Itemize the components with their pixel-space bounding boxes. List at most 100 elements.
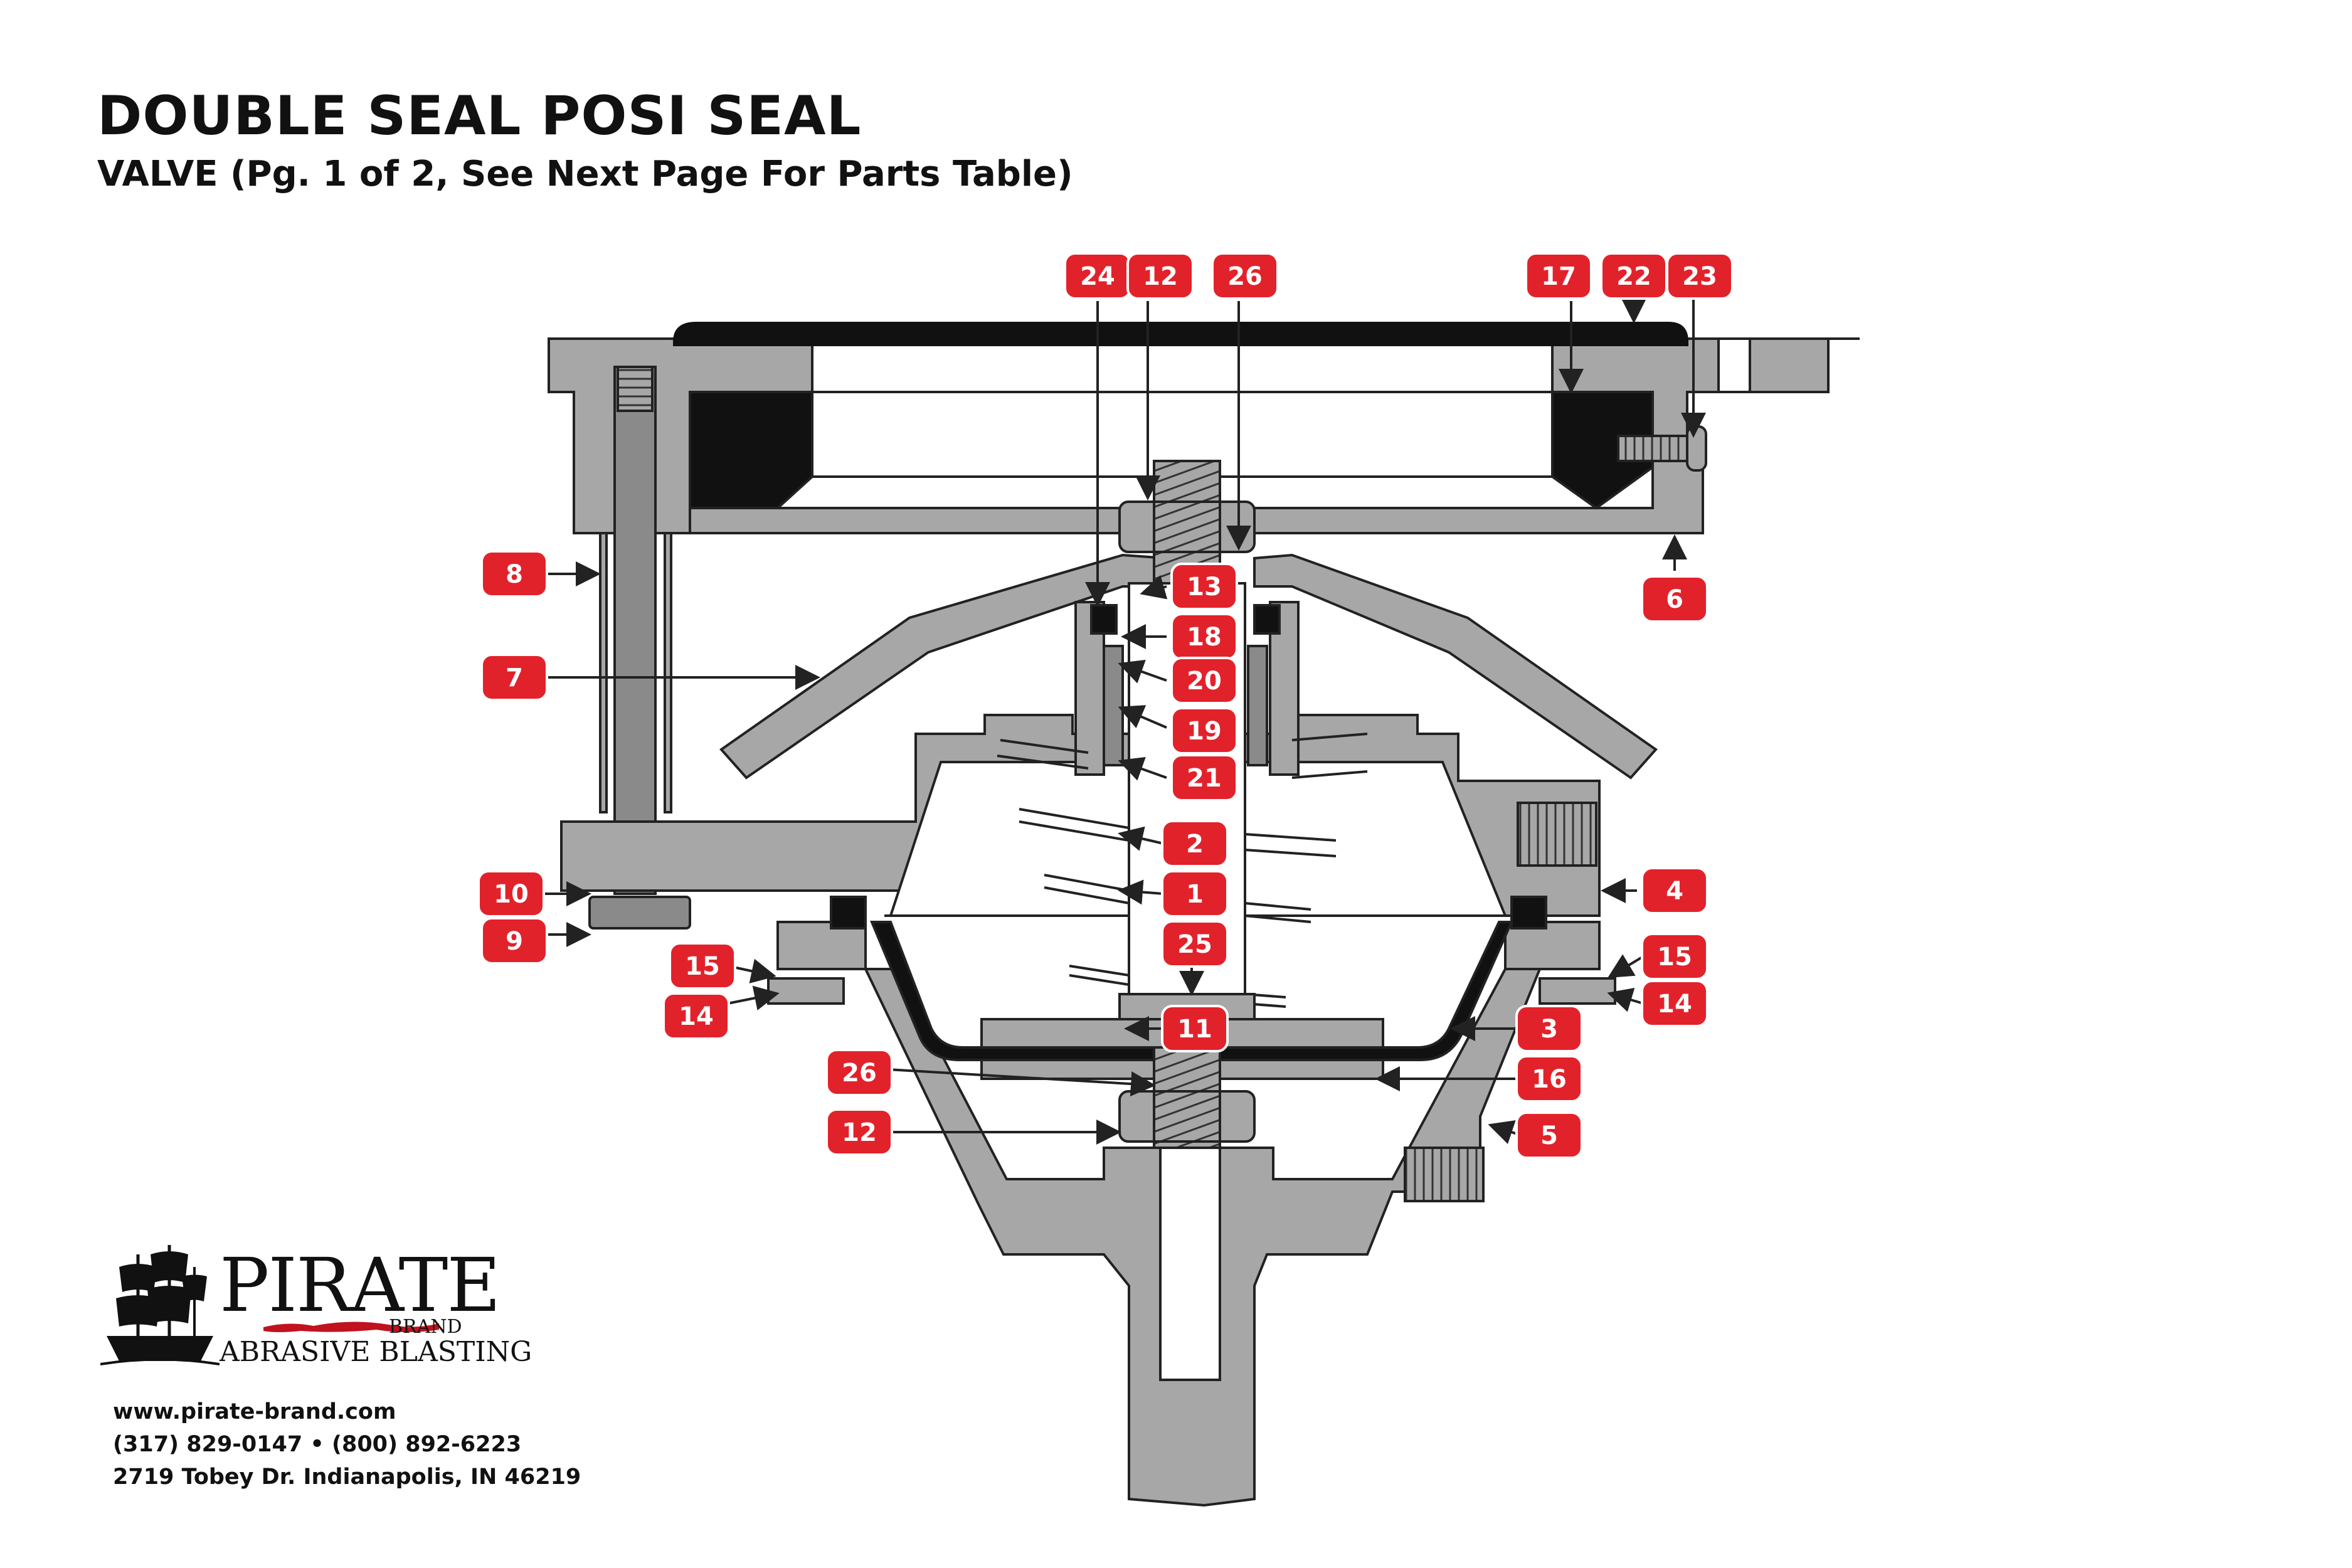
callout-8: 8 [480, 550, 548, 598]
callout-5: 5 [1515, 1111, 1583, 1159]
brand-splash-icon [263, 1322, 439, 1332]
callout-14: 14 [1641, 980, 1708, 1027]
seal-ring-left [689, 391, 813, 509]
bushing-seal-left [1090, 604, 1118, 635]
callout-label: 12 [842, 1118, 877, 1147]
callout-label: 15 [1657, 943, 1692, 972]
callout-badge [480, 550, 548, 598]
callout-label: 20 [1187, 667, 1222, 696]
callout-12: 12 [825, 1108, 893, 1156]
stem-nut-upper-thread [1153, 501, 1221, 553]
top-seal-plate [673, 322, 1688, 346]
callout-9: 9 [480, 917, 548, 965]
callout-label: 17 [1541, 262, 1576, 291]
callout-16: 16 [1515, 1055, 1583, 1103]
callout-22: 22 [1600, 252, 1668, 300]
callout-badge [1641, 867, 1708, 914]
callout-14: 14 [662, 992, 730, 1040]
callout-17: 17 [1525, 252, 1592, 300]
top-flange-right [1749, 337, 1830, 393]
spring-coils [997, 733, 1368, 1008]
callout-2: 2 [1161, 820, 1229, 867]
callout-15: 15 [669, 942, 736, 990]
callout-badge [1170, 754, 1238, 802]
callout-15: 15 [1641, 933, 1708, 980]
brand-tag: BRAND [389, 1316, 462, 1338]
callout-24: 24 [1064, 252, 1131, 300]
outlet-thread [1404, 1147, 1485, 1202]
top-flange-right-block [1717, 337, 1751, 393]
callout-label: 21 [1187, 764, 1222, 793]
callout-badge [669, 942, 736, 990]
brand-logo-block: PIRATE BRAND ABRASIVE BLASTING [100, 1242, 539, 1405]
callout-4: 4 [1641, 867, 1708, 914]
callout-badge [825, 1108, 893, 1156]
pirate-ship-logo-icon [100, 1245, 220, 1365]
callout-badge [480, 917, 548, 965]
callout-label: 8 [506, 560, 523, 589]
callout-3: 3 [1515, 1005, 1583, 1052]
callout-label: 7 [506, 664, 523, 692]
side-screw [1617, 435, 1688, 462]
callout-label: 24 [1080, 262, 1115, 291]
diaphragm-clamp-left [830, 896, 867, 930]
callout-badge [1170, 657, 1238, 704]
callout-label: 12 [1143, 262, 1178, 291]
callout-badge [1666, 252, 1734, 300]
callout-badge [1170, 707, 1238, 755]
seal-ring-right [1551, 391, 1654, 510]
spacer-rod-right [664, 532, 672, 813]
callout-badge [1641, 980, 1708, 1027]
callout-badge [1641, 575, 1708, 623]
callout-label: 6 [1666, 585, 1683, 614]
phone-numbers: (317) 829-0147 • (800) 892-6223 [113, 1432, 522, 1457]
callout-12: 12 [1126, 252, 1194, 300]
callout-10: 10 [477, 870, 545, 918]
stem-nut-lower-thread [1153, 1090, 1221, 1143]
page-title: DOUBLE SEAL POSI SEAL [97, 85, 862, 147]
bushing-cup-left [1103, 645, 1124, 766]
street-address: 2719 Tobey Dr. Indianapolis, IN 46219 [113, 1465, 581, 1490]
callout-badge [662, 992, 730, 1040]
callout-20: 20 [1170, 657, 1238, 704]
callout-label: 11 [1177, 1015, 1212, 1044]
side-screw-head [1686, 425, 1707, 472]
callout-label: 14 [679, 1002, 714, 1031]
callout-label: 18 [1187, 623, 1222, 652]
callout-18: 18 [1170, 613, 1238, 660]
callout-label: 23 [1682, 262, 1717, 291]
callout-label: 15 [685, 952, 720, 981]
brand-name: PIRATE [220, 1242, 501, 1328]
website-link[interactable]: www.pirate-brand.com [113, 1399, 396, 1424]
callout-badge [1161, 1005, 1229, 1052]
callout-label: 9 [506, 927, 523, 956]
callout-19: 19 [1170, 707, 1238, 755]
hex-nut-right [1539, 977, 1616, 1005]
callout-11: 11 [1161, 1005, 1229, 1052]
brand-subtitle: ABRASIVE BLASTING [220, 1336, 532, 1368]
hex-nut-left [767, 977, 845, 1005]
callout-label: 13 [1187, 573, 1222, 601]
callout-label: 4 [1666, 877, 1683, 906]
callout-badge [825, 1049, 893, 1096]
spacer-rod-left [599, 532, 608, 813]
callout-label: 25 [1177, 930, 1212, 959]
callout-7: 7 [480, 654, 548, 701]
callout-label: 19 [1187, 717, 1222, 746]
callout-badge [480, 654, 548, 701]
callout-badge [1641, 933, 1708, 980]
page-subtitle: VALVE (Pg. 1 of 2, See Next Page For Par… [97, 154, 1073, 194]
bushing-cup-right [1247, 645, 1268, 766]
leader-lines [539, 295, 1706, 1145]
stem-bore [1159, 1147, 1221, 1381]
callout-label: 22 [1616, 262, 1651, 291]
callout-1: 1 [1161, 870, 1229, 918]
callout-label: 14 [1657, 990, 1692, 1019]
long-bolt-thread [617, 366, 654, 412]
bushing-seal-right [1253, 604, 1281, 635]
inlet-port-thread [1517, 802, 1597, 867]
callout-label: 5 [1540, 1121, 1558, 1150]
callout-badge [1161, 920, 1229, 968]
